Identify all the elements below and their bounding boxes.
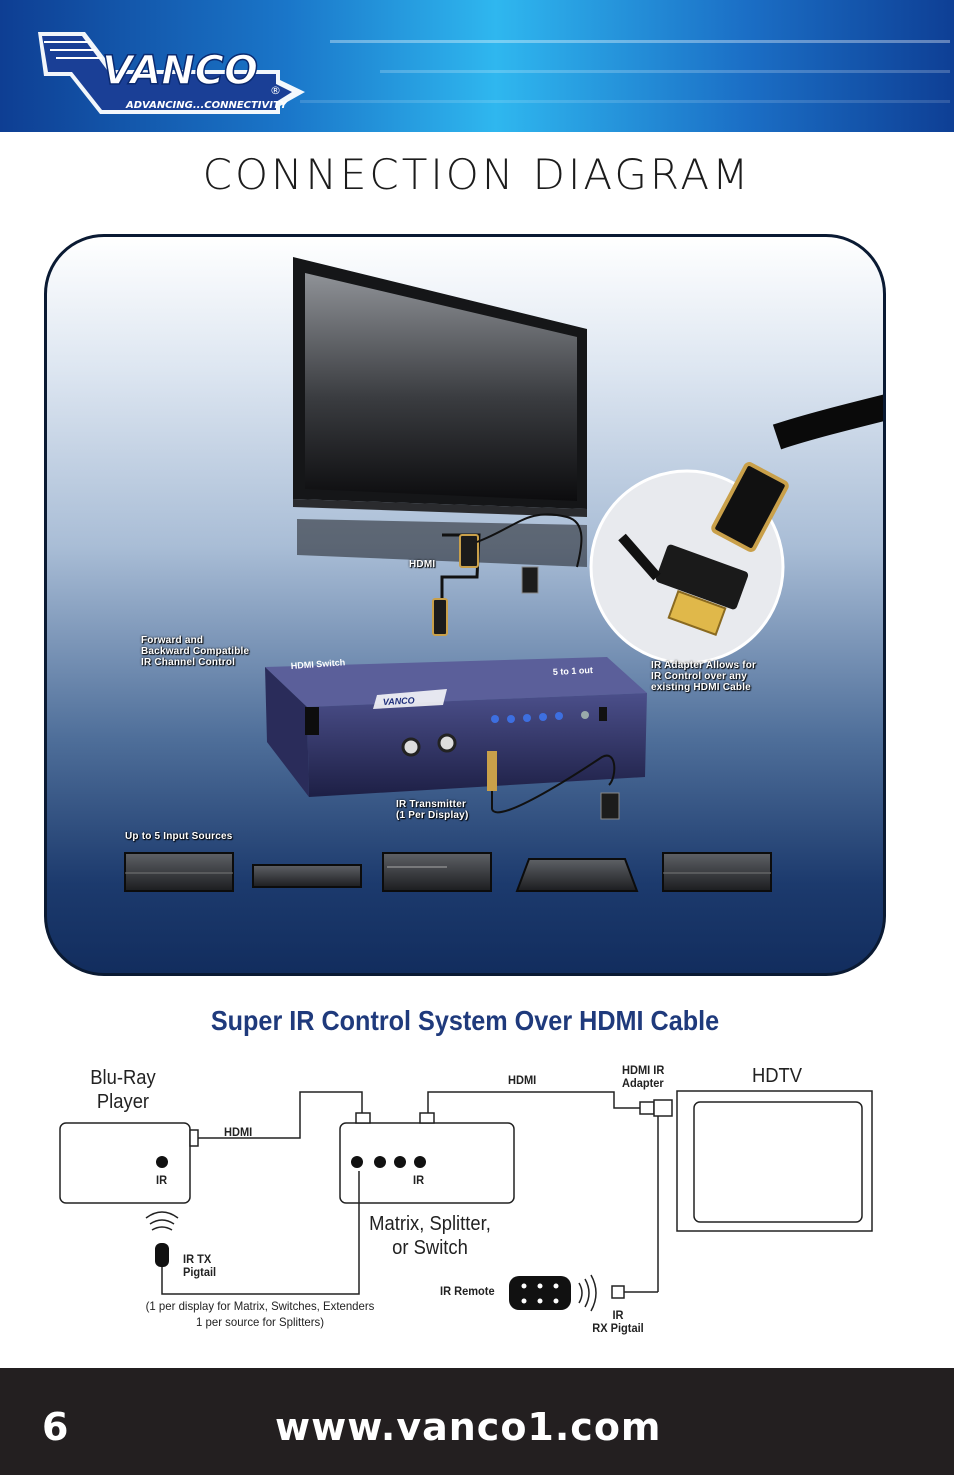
callout-input-sources: Up to 5 Input Sources — [125, 831, 233, 842]
label-line: Player — [96, 1091, 150, 1113]
label-line: Blu-Ray — [90, 1067, 156, 1089]
label-line: 1 per source for Splitters) — [196, 1315, 324, 1329]
logo-tagline: ADVANCING...CONNECTIVITY — [125, 100, 289, 111]
label-hdmi-1: HDMI — [224, 1125, 253, 1139]
ir-remote-icon — [509, 1276, 571, 1310]
ir-adapter-closeup — [589, 394, 883, 665]
ir-tx-cable — [161, 1171, 360, 1295]
source-device-5 — [662, 852, 772, 892]
wiring-diagram — [59, 1090, 873, 1312]
matrix-ir-dot — [374, 1156, 386, 1168]
hdmi-switch-box: HDMI Switch VANCO 5 to 1 out — [265, 657, 647, 797]
label-blu-ray: Blu-Ray Player — [72, 1066, 173, 1114]
callout-line: IR Channel Control — [141, 657, 236, 668]
hdmi-cable-1 — [198, 1091, 363, 1139]
page-title: CONNECTION DIAGRAM — [202, 150, 752, 199]
label-hdmi-2: HDMI — [508, 1073, 537, 1087]
callout-line: existing HDMI Cable — [651, 682, 751, 693]
footer-bar — [0, 1368, 954, 1475]
hdtv-frame — [676, 1090, 873, 1232]
matrix-port-out — [419, 1112, 435, 1124]
label-line: RX Pigtail — [592, 1321, 644, 1335]
ir-rx-pigtail-icon — [611, 1285, 625, 1299]
hdmi-plug-icon — [459, 534, 479, 568]
matrix-ir-dot — [351, 1156, 363, 1168]
page-number: 6 — [42, 1405, 69, 1449]
header-streak — [330, 40, 950, 43]
section-heading: Super IR Control System Over HDMI Cable — [210, 1005, 720, 1036]
label-matrix: Matrix, Splitter, or Switch — [356, 1212, 503, 1260]
input-sources — [124, 852, 772, 892]
callout-line: IR Adapter Allows for — [651, 660, 757, 671]
product-illustration: HDMI Switch VANCO 5 to 1 out — [124, 257, 883, 892]
logo-brand: VANCO — [102, 48, 258, 94]
label-ir-remote: IR Remote — [440, 1284, 495, 1298]
callout-line: Forward and — [141, 635, 204, 646]
label-ir-tx-pigtail: IR TX Pigtail — [183, 1253, 216, 1279]
ir-jack-icon — [487, 751, 497, 791]
label-hdtv: HDTV — [751, 1065, 803, 1087]
label-note: (1 per display for Matrix, Switches, Ext… — [118, 1298, 403, 1330]
matrix-ir-dot — [394, 1156, 406, 1168]
blu-ray-box — [59, 1122, 191, 1204]
label-line: (1 per display for Matrix, Switches, Ext… — [145, 1299, 375, 1313]
vanco-logo: VANCO ® ADVANCING...CONNECTIVITY — [38, 32, 305, 114]
blu-ray-ir-window — [156, 1156, 168, 1168]
matrix-box — [339, 1122, 515, 1204]
hdmi-ir-adapter-icon — [639, 1101, 655, 1115]
header-banner: VANCO ® ADVANCING...CONNECTIVITY — [0, 0, 954, 132]
ir-emitter-icon — [600, 792, 620, 820]
source-device-2 — [252, 864, 362, 888]
label-line: or Switch — [392, 1237, 468, 1259]
matrix-port-in — [355, 1112, 371, 1124]
callout-ir-transmitter: IR Transmitter (1 Per Display) — [396, 799, 468, 821]
switch-label: HDMI Switch — [290, 657, 345, 671]
source-device-3 — [382, 852, 492, 892]
ir-receiver-icon — [521, 566, 539, 594]
hdtv-screen — [693, 1101, 863, 1223]
callout-line: Backward Compatible — [141, 646, 250, 657]
remote-signal-icon — [578, 1274, 597, 1312]
callout-line: (1 Per Display) — [396, 810, 469, 821]
hdmi-plug-icon — [432, 598, 448, 636]
source-device-1 — [124, 852, 234, 892]
callout-hdmi: HDMI — [409, 559, 436, 570]
callout-ir-adapter: IR Adapter Allows for IR Control over an… — [651, 660, 756, 693]
label-hdmi-ir-adapter: HDMI IR Adapter — [622, 1064, 664, 1090]
product-photo-panel: HDMI Switch VANCO 5 to 1 out Forward and… — [44, 234, 886, 976]
ir-tx-emitter-icon — [155, 1243, 169, 1267]
matrix-ir-dot — [414, 1156, 426, 1168]
label-line: HDMI IR — [622, 1063, 665, 1077]
source-device-4 — [515, 858, 639, 892]
callout-ir-channel: Forward and Backward Compatible IR Chann… — [141, 635, 249, 668]
label-line: Matrix, Splitter, — [369, 1213, 491, 1235]
callout-line: IR Control over any — [651, 671, 748, 682]
tv-monitor — [293, 257, 587, 567]
website-link[interactable]: www.vanco1.com — [275, 1405, 662, 1449]
header-streak — [380, 70, 950, 73]
label-line: IR TX — [183, 1252, 212, 1266]
callout-line: IR Transmitter — [396, 799, 467, 810]
ir-signal-waves-icon — [145, 1211, 179, 1231]
label-line: IR — [612, 1308, 624, 1322]
label-matrix-ir: IR — [413, 1173, 425, 1187]
label-blu-ray-ir: IR — [156, 1173, 168, 1187]
hdtv-hdmi-port — [653, 1099, 673, 1117]
label-line: Adapter — [622, 1076, 664, 1090]
switch-brand: VANCO — [383, 695, 415, 707]
header-streak — [300, 100, 950, 103]
hdmi-cable-2 — [427, 1091, 640, 1113]
switch-model: 5 to 1 out — [553, 665, 593, 677]
label-ir-rx-pigtail: IR RX Pigtail — [590, 1309, 645, 1335]
blu-ray-hdmi-port — [189, 1129, 199, 1147]
logo-registered: ® — [270, 84, 281, 97]
label-line: Pigtail — [183, 1265, 217, 1279]
